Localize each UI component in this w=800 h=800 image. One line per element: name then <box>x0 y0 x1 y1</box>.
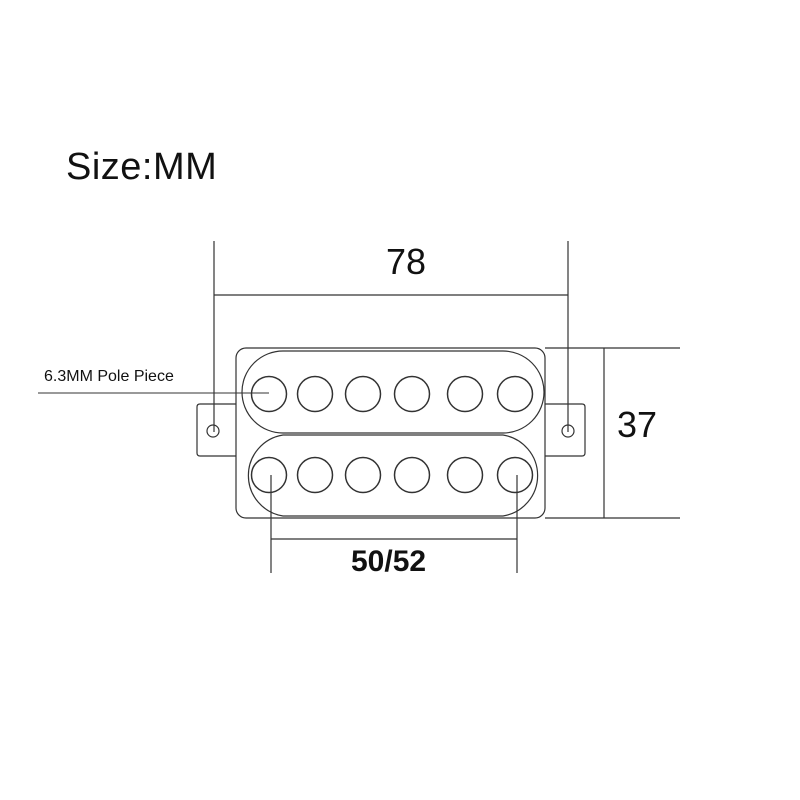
pole-piece-icon <box>296 375 334 413</box>
right-mounting-tab <box>545 403 586 457</box>
pickup-body <box>235 347 546 519</box>
pole-spacing-dimension-label: 50/52 <box>351 545 427 578</box>
pole-piece-icon <box>344 456 382 494</box>
dimension-5052-lines <box>270 475 518 573</box>
pole-piece-icon <box>250 456 288 494</box>
pole-piece-icon <box>446 375 484 413</box>
pole-piece-icon <box>344 375 382 413</box>
pole-piece-icon <box>446 456 484 494</box>
pole-piece-icon <box>496 375 534 413</box>
pole-piece-icon <box>250 375 288 413</box>
bottom-pole-row <box>250 456 534 494</box>
height-dimension-label: 37 <box>617 404 658 445</box>
pole-piece-icon <box>393 375 431 413</box>
dimension-37-lines <box>545 347 680 519</box>
size-unit-title: Size:MM <box>66 146 218 188</box>
top-pole-row <box>250 375 534 413</box>
dimension-78-lines <box>213 241 569 432</box>
bottom-bobbin <box>247 434 539 517</box>
right-mounting-hole-icon <box>561 424 575 438</box>
pole-piece-icon <box>296 456 334 494</box>
pole-piece-icon <box>496 456 534 494</box>
left-mounting-hole-icon <box>206 424 220 438</box>
pole-piece-callout-label: 6.3MM Pole Piece <box>44 368 174 385</box>
left-mounting-tab <box>196 403 236 457</box>
length-dimension-label: 78 <box>386 241 427 282</box>
pole-piece-icon <box>393 456 431 494</box>
top-bobbin <box>241 350 545 434</box>
